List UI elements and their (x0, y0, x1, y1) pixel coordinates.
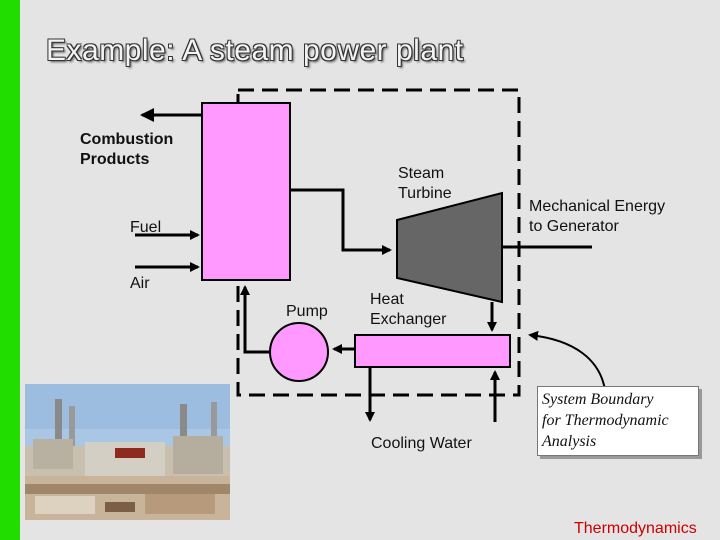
page-title: Example: A steam power plant (46, 34, 464, 67)
system-boundary-callout (528, 330, 606, 391)
pump-label: Pump (286, 303, 328, 320)
accent-bar (0, 0, 20, 540)
fuel-label: Fuel (130, 219, 162, 236)
air-label: Air (130, 275, 150, 292)
power-plant-photo (25, 384, 230, 520)
steam-turbine-label: Steam Turbine (398, 165, 452, 202)
combustion-products-label: Combustion Products (80, 131, 174, 168)
system-boundary-note: System Boundary for Thermodynamic Analys… (537, 386, 699, 456)
heat-exchanger-label: Heat Exchanger (370, 291, 447, 328)
steam-line (290, 188, 392, 255)
pump (269, 322, 329, 382)
mechanical-energy-label: Mechanical Energy to Generator (529, 198, 666, 235)
footer-label: Thermodynamics (574, 520, 697, 537)
feedwater-line (240, 285, 270, 354)
heat-exchanger (354, 334, 511, 368)
boiler (201, 102, 291, 281)
cooling-water-label: Cooling Water (371, 435, 472, 452)
steam-turbine (396, 191, 503, 304)
